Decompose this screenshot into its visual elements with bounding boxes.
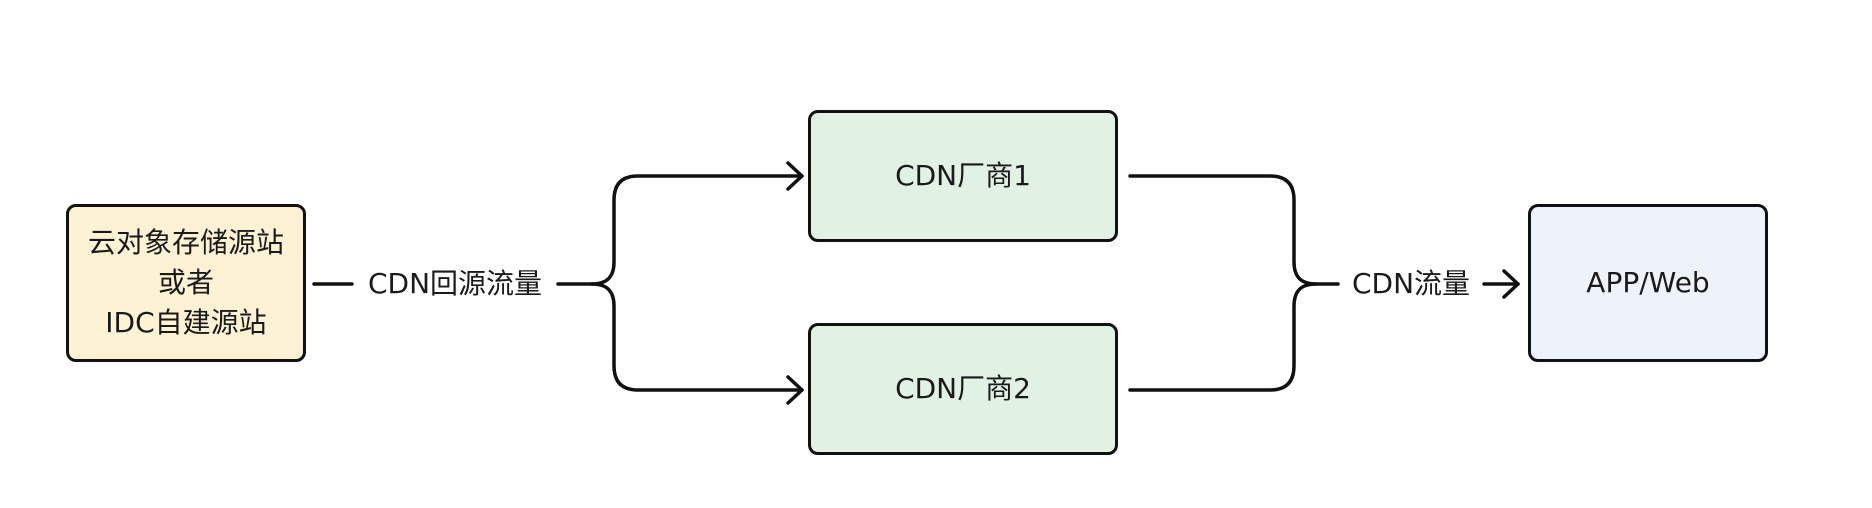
cdn-traffic-label: CDN流量: [1352, 266, 1471, 302]
cdn-vendor-2-node: CDN厂商2: [808, 323, 1118, 455]
left-brace-lower: [590, 282, 804, 392]
cdn-vendor-2-label: CDN厂商2: [895, 372, 1031, 405]
cdn-vendor-1-node: CDN厂商1: [808, 110, 1118, 242]
right-brace-upper: [1128, 174, 1340, 286]
origin-source-node: 云对象存储源站 或者 IDC自建源站: [66, 204, 306, 362]
left-brace-upper: [590, 174, 804, 286]
right-brace-lower: [1128, 282, 1318, 392]
arrowhead-client: [1502, 269, 1520, 299]
origin-traffic-label: CDN回源流量: [368, 266, 543, 302]
arrowhead-cdn1: [786, 161, 804, 191]
origin-source-line2: 或者: [157, 266, 214, 299]
origin-source-line1: 云对象存储源站: [87, 226, 284, 259]
arrowhead-cdn2: [786, 375, 804, 405]
app-web-client-label: APP/Web: [1586, 266, 1710, 299]
app-web-client-node: APP/Web: [1528, 204, 1768, 362]
origin-source-line3: IDC自建源站: [105, 306, 267, 339]
cdn-vendor-1-label: CDN厂商1: [895, 159, 1031, 192]
